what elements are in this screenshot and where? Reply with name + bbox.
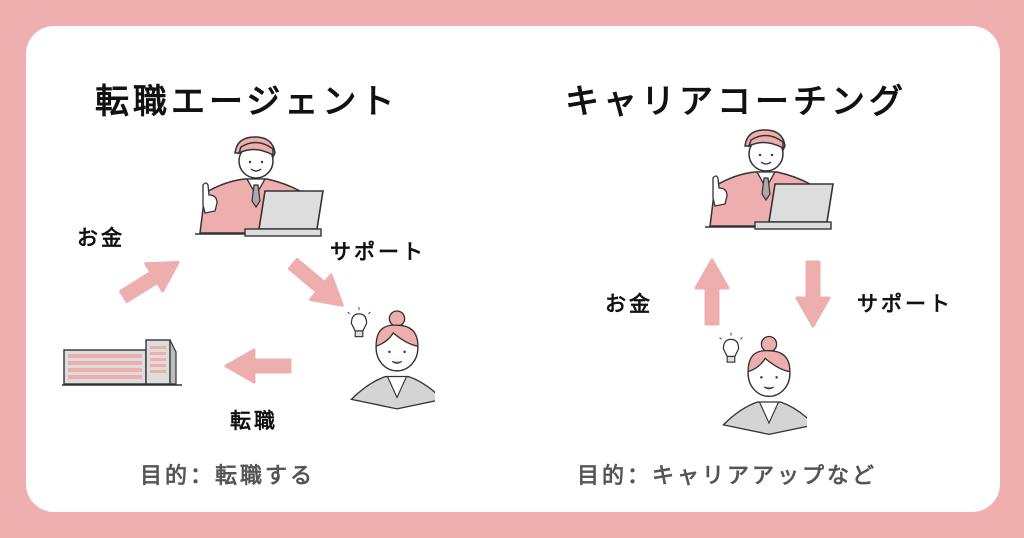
left-title: 転職エージェント	[95, 82, 399, 122]
company-building-icon	[62, 338, 182, 388]
arrow-up-icon	[694, 258, 730, 328]
advisor-at-laptop-icon	[195, 133, 325, 238]
left-purpose: 目的：転職する	[140, 464, 316, 489]
arrow-left-icon	[224, 348, 294, 384]
client-woman-icon	[712, 330, 807, 438]
card	[26, 26, 1000, 512]
right-label-support: サポート	[857, 292, 953, 316]
job-seeker-woman-icon	[340, 306, 435, 411]
coach-at-laptop-icon	[705, 126, 835, 231]
right-title: キャリアコーチング	[565, 82, 907, 122]
label-job-change: 転職	[230, 409, 278, 433]
label-support: サポート	[330, 240, 426, 264]
arrow-down-icon	[795, 258, 831, 328]
label-money: お金	[77, 226, 125, 250]
right-purpose: 目的：キャリアアップなど	[577, 464, 878, 489]
right-label-money: お金	[605, 292, 653, 316]
